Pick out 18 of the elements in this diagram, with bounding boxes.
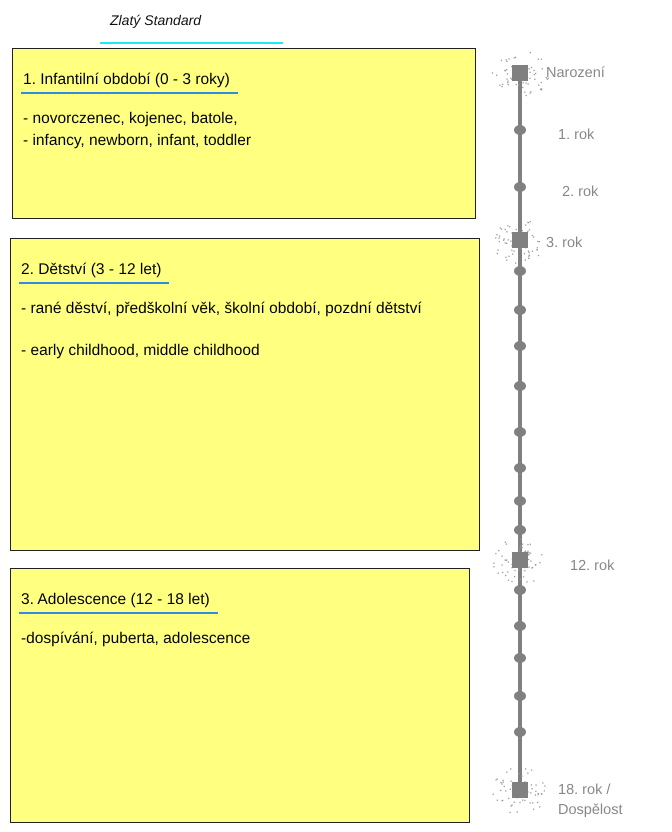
timeline-label: Narození [546,64,606,83]
diagram-title: Zlatý Standard [110,12,202,28]
stage-heading: 2. Dětství (3 - 12 let) [19,259,170,284]
stage-description: -dospívání, puberta, adolescence [21,629,252,649]
stage-description: - infancy, newborn, infant, toddler [23,131,252,151]
timeline-label: 2. rok [562,183,600,202]
stage-box [12,48,476,219]
stage-box [10,238,480,551]
stage-heading: 3. Adolescence (12 - 18 let) [19,589,218,614]
timeline-label: 18. rok / Dospělost [558,781,624,820]
stage-description: - novorczenec, kojenec, batole, [23,109,239,129]
stage-description: - rané děství, předškolní věk, školní období, pozdní dětství [21,299,423,319]
timeline-label: 12. rok [570,557,616,576]
timeline-label: 1. rok [558,126,596,145]
stage-box [10,568,470,823]
stage-description: - early childhood, middle childhood [21,341,261,361]
stage-heading: 1. Infantilní období (0 - 3 roky) [21,69,238,94]
timeline-label: 3. rok [546,234,584,253]
